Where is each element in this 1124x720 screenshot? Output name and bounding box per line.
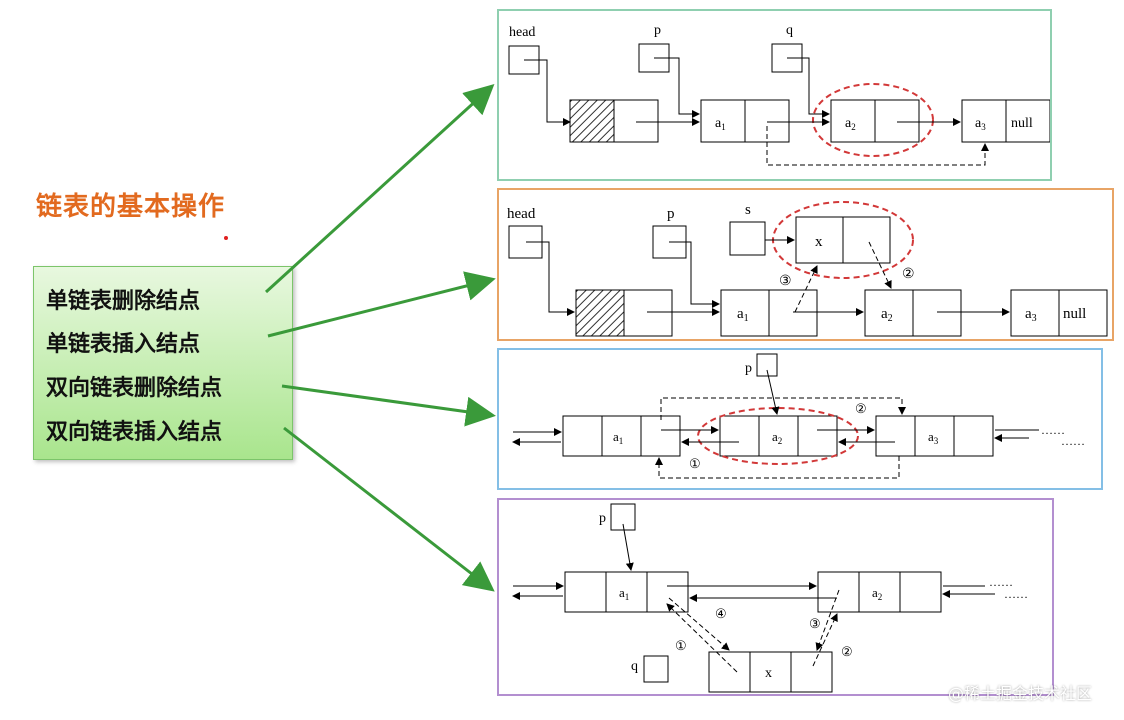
trailing-dots-1: …… [989,575,1013,589]
node-a2-label: a [845,116,852,131]
head-label: head [507,206,536,222]
svg-text:a2: a2 [872,585,882,602]
head-node-data [575,289,625,337]
menu-item-doubly-insert[interactable]: 双向链表插入结点 [46,420,223,445]
node-a3-sub: 3 [934,436,939,446]
trailing-dots-2: …… [1061,434,1085,448]
p-label: p [745,361,752,376]
new-node-x-label: x [765,666,772,681]
decorative-dot [224,236,228,240]
node-a1 [564,571,689,613]
operations-menu: 单链表删除结点 单链表插入结点 双向链表删除结点 双向链表插入结点 [33,266,293,460]
p-label: p [599,511,606,526]
node-a1-label: a [619,585,625,600]
p-pointer-box [756,353,778,377]
head-node-next [613,99,659,143]
node-a1-sub: 1 [625,592,630,602]
trailing-dots-1: …… [1041,423,1065,437]
node-a2 [719,415,838,457]
node-a1-sub: 1 [721,122,726,132]
head-label: head [509,25,535,40]
svg-text:a2: a2 [881,306,893,324]
s-label: s [745,202,751,218]
node-a2-label: a [881,306,888,322]
arrow-to-panel-3 [281,384,496,427]
head-node-data [569,99,615,143]
node-a3-label: a [928,429,934,444]
menu-item-singly-insert[interactable]: 单链表插入结点 [46,332,201,357]
diagram-doubly-delete: p a1 a2 a3 …… …… [512,353,1085,479]
svg-text:a3: a3 [1025,306,1037,324]
node-a1-sub: 1 [619,436,624,446]
step-circle-2: ② [902,267,915,282]
null-label: null [1063,306,1086,322]
svg-text:a3: a3 [928,429,939,446]
head-node-next [623,289,673,337]
watermark: @稀土掘金技术社区 [948,684,1093,703]
diagram-singly-insert: head p s x a1 a2 a3 null [507,201,1108,337]
arrow-to-panel-1 [264,83,495,294]
p-label: p [654,23,661,38]
step-circle-2: ② [841,644,853,659]
node-a1-label: a [613,429,619,444]
svg-text:a2: a2 [772,429,782,446]
s-pointer-box [729,221,766,256]
deleted-node-oval [812,83,934,157]
node-a3-label: a [975,116,982,131]
node-a3-label: a [1025,306,1032,322]
step-circle-1: ① [689,456,701,471]
panel-doubly-delete: p a1 a2 a3 …… …… [497,348,1103,490]
q-label: q [631,659,638,674]
svg-text:a1: a1 [715,116,726,132]
diagram-singly-delete: head p q a1 a2 a3 null [508,23,1051,166]
svg-text:a3: a3 [975,116,986,132]
node-a2 [817,571,942,613]
menu-item-singly-delete[interactable]: 单链表删除结点 [46,289,201,314]
svg-text:a1: a1 [737,306,749,324]
trailing-dots-2: …… [1004,587,1028,601]
arrow-to-panel-2 [267,271,496,338]
svg-text:a1: a1 [613,429,623,446]
step-circle-3: ③ [779,274,792,289]
node-a2-sub: 2 [878,592,883,602]
diagram-doubly-insert: p q a1 a2 x …… …… [512,503,1028,693]
panel-singly-insert: head p s x a1 a2 a3 null [497,188,1114,341]
step-circle-1: ① [675,638,687,653]
node-a3-sub: 3 [1032,313,1037,324]
null-label: null [1011,116,1033,131]
new-node-x-label: x [815,234,823,250]
node-a3 [875,415,994,457]
svg-text:a1: a1 [619,585,629,602]
node-a2-sub: 2 [888,313,893,324]
node-a3-sub: 3 [981,122,986,132]
step-circle-2: ② [855,401,867,416]
node-a1-label: a [715,116,722,131]
node-a2-label: a [872,585,878,600]
node-a1-label: a [737,306,744,322]
node-a2-sub: 2 [851,122,856,132]
page-title: 链表的基本操作 [36,192,226,222]
q-pointer-box [643,655,669,683]
menu-item-doubly-delete[interactable]: 双向链表删除结点 [46,376,223,401]
panel-singly-delete: head p q a1 a2 a3 null [497,9,1052,181]
node-a2-label: a [772,429,778,444]
svg-text:a2: a2 [845,116,856,132]
node-a1 [562,415,681,457]
node-a1-sub: 1 [744,313,749,324]
step-circle-3: ③ [809,616,821,631]
panel-doubly-insert: p q a1 a2 x …… …… [497,498,1054,696]
deleted-node-oval [697,407,859,465]
new-node-x [708,651,833,693]
q-label: q [786,23,793,38]
arrow-to-panel-4 [283,426,495,592]
node-a2-sub: 2 [778,436,783,446]
step-circle-4: ④ [715,606,727,621]
p-label: p [667,206,675,222]
p-pointer-box [610,503,636,531]
